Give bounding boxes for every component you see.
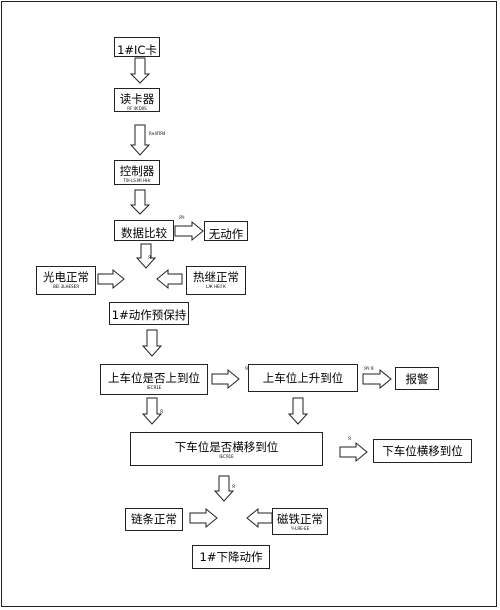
edge-label-lower-chain: Я xyxy=(232,484,235,489)
node-lower-traverse: 下车位横移到位 xyxy=(373,439,472,463)
arrow-chain-to-merge xyxy=(189,507,218,529)
node-chain-ok: 链条正常 xyxy=(125,508,183,531)
node-upper-rise-label: 上车位上升到位 xyxy=(262,371,344,385)
node-relay-ok-sub: LЖ НЕll К xyxy=(206,284,226,289)
node-chain-ok-label: 链条正常 xyxy=(131,512,177,526)
node-lower-action: 1#下降动作 xyxy=(192,545,270,569)
node-no-action-label: 无动作 xyxy=(208,227,244,241)
node-compare: 数据比较 xyxy=(114,220,174,241)
node-magnet-ok-sub: Ч-LЯЕ-ЕЕ xyxy=(290,526,310,531)
edge-label-rise-alarm: ЯЧ Я xyxy=(364,366,374,371)
edge-label-lower-traverse: Я xyxy=(348,436,351,441)
node-upper-check-sub: IЕСЯ1Е xyxy=(146,385,162,390)
arrow-reader-to-controller xyxy=(129,124,151,156)
node-lower-check-label: 下车位是否横移到位 xyxy=(174,440,279,454)
edge-label-compare-noaction: ЯЧ xyxy=(179,215,185,220)
arrow-compare-to-merge xyxy=(135,243,157,269)
node-lower-check: 下车位是否横移到位 IЕСЯ1Е xyxy=(130,432,323,466)
node-ic-card: 1#IC卡 xyxy=(114,37,160,57)
node-controller: 控制器 T0I-LS.MI HHr xyxy=(114,160,160,185)
node-compare-label: 数据比较 xyxy=(121,226,167,240)
arrow-controller-to-compare xyxy=(129,189,151,215)
node-upper-rise: 上车位上升到位 xyxy=(248,364,358,392)
node-hold: 1#动作预保持 xyxy=(109,302,189,325)
node-lower-traverse-label: 下车位横移到位 xyxy=(382,444,463,458)
node-controller-label: 控制器 xyxy=(119,164,155,178)
node-alarm: 报警 xyxy=(395,367,439,390)
arrow-card-to-reader xyxy=(129,57,151,84)
arrow-photo-to-merge xyxy=(97,268,125,290)
arrow-rise-to-alarm xyxy=(362,368,392,390)
node-card-reader-label: 读卡器 xyxy=(119,92,155,106)
node-magnet-ok-label: 磁铁正常 xyxy=(277,512,323,526)
node-relay-ok-label: 热继正常 xyxy=(193,270,239,284)
edge-label-upper-rise: Я xyxy=(245,366,248,371)
node-card-reader: 读卡器 RF 4€DIIS xyxy=(114,88,160,112)
node-ic-card-label: 1#IC卡 xyxy=(117,43,157,57)
node-upper-check: 上车位是否上到位 IЕСЯ1Е xyxy=(100,364,208,395)
arrow-upper-to-rise xyxy=(211,368,240,390)
arrow-upper-to-lower xyxy=(141,397,163,425)
arrow-rise-to-lower xyxy=(287,397,309,425)
node-magnet-ok: 磁铁正常 Ч-LЯЕ-ЕЕ xyxy=(272,508,328,535)
arrow-lower-to-chain xyxy=(213,475,235,502)
node-photo-ok: 光电正常 ВЕl 3LHЕSЕЯ xyxy=(36,266,96,295)
edge-label-compare-hold: Я xyxy=(148,255,151,260)
node-card-reader-sub: RF 4€DIIS xyxy=(127,106,147,111)
node-lower-check-sub: IЕСЯ1Е xyxy=(219,454,234,459)
arrow-lower-to-traverse xyxy=(339,441,368,463)
node-hold-label: 1#动作预保持 xyxy=(111,308,187,322)
node-no-action: 无动作 xyxy=(204,221,248,241)
edge-label-upper-lower: Я xyxy=(160,409,163,414)
arrow-compare-to-noaction xyxy=(174,220,204,242)
node-relay-ok: 热继正常 LЖ НЕll К xyxy=(186,266,246,295)
node-alarm-label: 报警 xyxy=(405,372,429,386)
arrow-relay-to-merge xyxy=(156,268,183,290)
edge-label-reader-controller: Rн4ПЯ4 xyxy=(149,131,166,136)
node-photo-ok-sub: ВЕl 3LHЕSЕЯ xyxy=(53,284,79,289)
node-lower-action-label: 1#下降动作 xyxy=(199,550,263,564)
node-controller-sub: T0I-LS.MI HHr xyxy=(123,178,151,183)
node-upper-check-label: 上车位是否上到位 xyxy=(108,371,200,385)
arrow-hold-to-upper xyxy=(141,329,163,357)
arrow-magnet-to-merge xyxy=(246,507,273,529)
node-photo-ok-label: 光电正常 xyxy=(43,270,89,284)
